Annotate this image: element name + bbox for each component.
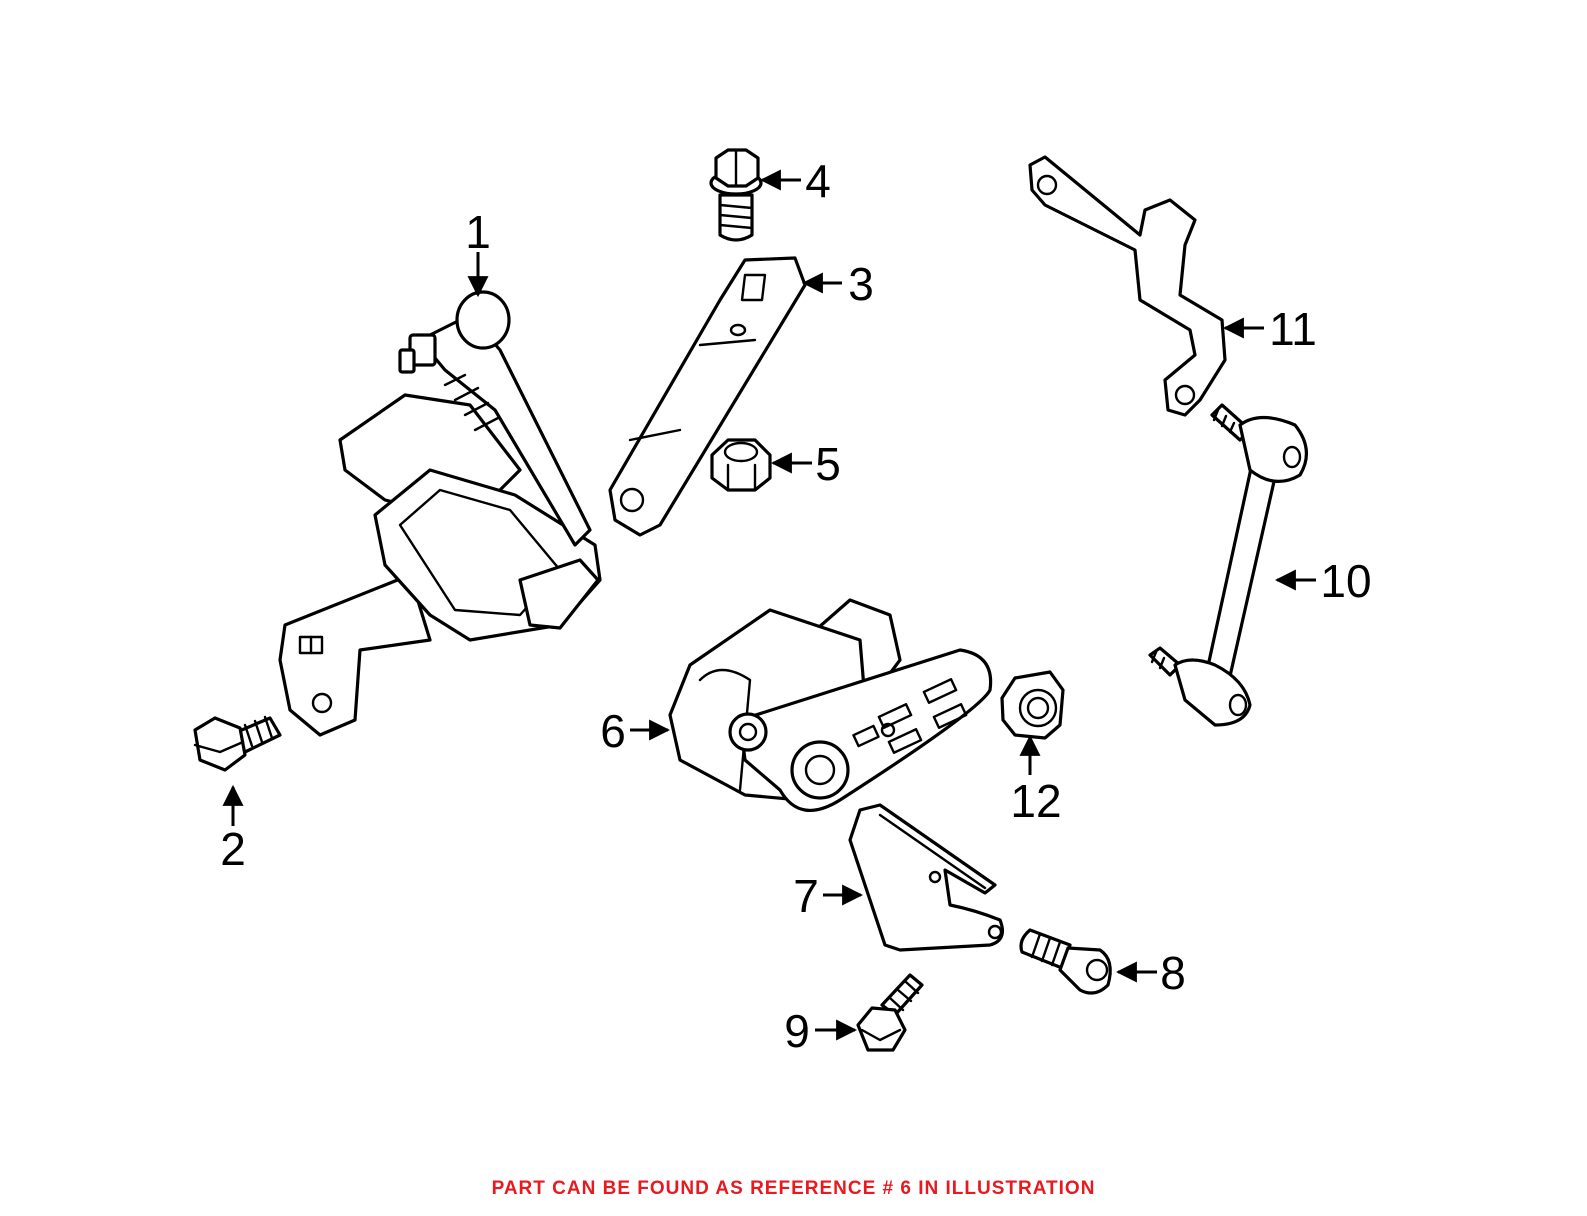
part-9-bolt[interactable] [856, 973, 924, 1052]
callout-3: 3 [848, 258, 874, 310]
part-2-bolt[interactable] [193, 715, 282, 772]
part-10-link[interactable] [1148, 403, 1308, 727]
callout-8: 8 [1160, 947, 1186, 999]
callout-4: 4 [805, 155, 831, 207]
callout-1: 1 [465, 206, 491, 258]
callout-12: 12 [1010, 775, 1061, 827]
part-5-nut[interactable] [710, 438, 772, 492]
part-7-bracket[interactable] [848, 803, 1004, 952]
callout-7: 7 [793, 870, 819, 922]
callout-10: 10 [1320, 555, 1371, 607]
part-4-bolt[interactable] [709, 148, 763, 242]
callout-2: 2 [220, 823, 246, 875]
part-3-bracket[interactable] [608, 256, 807, 537]
part-12-nut[interactable] [1000, 670, 1065, 740]
part-8-bolt[interactable] [1019, 928, 1112, 995]
callout-9: 9 [784, 1005, 810, 1057]
callout-5: 5 [815, 438, 841, 490]
part-6-sensor[interactable] [668, 598, 993, 812]
part-11-bracket[interactable] [1028, 155, 1227, 417]
part-1-height-sensor[interactable] [278, 290, 602, 737]
reference-footnote: PART CAN BE FOUND AS REFERENCE # 6 IN IL… [491, 1178, 1096, 1199]
callout-11: 11 [1269, 303, 1317, 355]
callout-6: 6 [600, 705, 626, 757]
